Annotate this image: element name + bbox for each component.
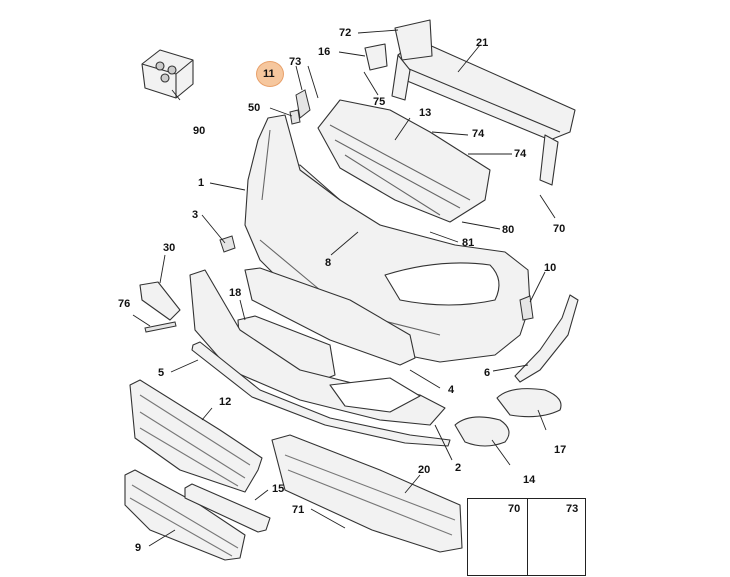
part-4-absorber [244,267,416,366]
legend-divider [527,499,528,575]
part-15-strip [184,483,271,533]
callout-20: 20 [418,464,431,476]
callout-90: 90 [193,125,206,137]
callout-76: 76 [118,298,131,310]
part-16-bracket [364,43,388,71]
callout-5: 5 [158,367,165,379]
callout-4: 4 [448,384,455,396]
callout-73: 73 [289,56,302,68]
legend-label-70: 70 [508,503,521,515]
part-20-grille [271,434,463,553]
callout-2: 2 [455,462,462,474]
part-30-panel [139,281,181,321]
callout-1: 1 [198,177,205,189]
part-11-bracket [295,89,311,119]
part-50-clip [289,109,301,125]
callout-71: 71 [292,504,305,516]
part-5-trim [191,341,451,447]
callout-72: 72 [339,27,352,39]
part-14-cover [454,416,510,447]
part-76-screw [144,321,177,333]
callout-15: 15 [272,483,285,495]
part-3-clip [219,235,236,253]
callout-80: 80 [502,224,515,236]
callout-75: 75 [373,96,386,108]
callout-74-lower: 74 [514,148,527,160]
callout-81: 81 [462,237,475,249]
callout-8: 8 [325,257,332,269]
callout-12: 12 [219,396,232,408]
callout-21: 21 [476,37,489,49]
callout-14: 14 [523,474,536,486]
callout-3: 3 [192,209,199,221]
part-9-grille [124,469,246,561]
highlight-callout-11 [256,61,284,87]
callout-13: 13 [419,107,432,119]
fastener-legend: 70 73 [467,498,586,576]
callout-50: 50 [248,102,261,114]
callout-17: 17 [554,444,567,456]
callout-74-upper: 74 [472,128,485,140]
callout-6: 6 [484,367,491,379]
callout-9: 9 [135,542,142,554]
callout-18: 18 [229,287,242,299]
callout-16: 16 [318,46,331,58]
callout-10: 10 [544,262,557,274]
part-12-grille [129,379,263,493]
part-17-bezel [496,388,562,418]
part-6-strip [514,294,579,383]
callout-11: 11 [263,68,275,80]
callout-70-top: 70 [553,223,566,235]
callout-30: 30 [163,242,176,254]
part-13-grille [317,99,491,223]
part-90-clip-box [141,49,194,99]
part-10-clip [519,295,534,321]
legend-label-73: 73 [566,503,579,515]
